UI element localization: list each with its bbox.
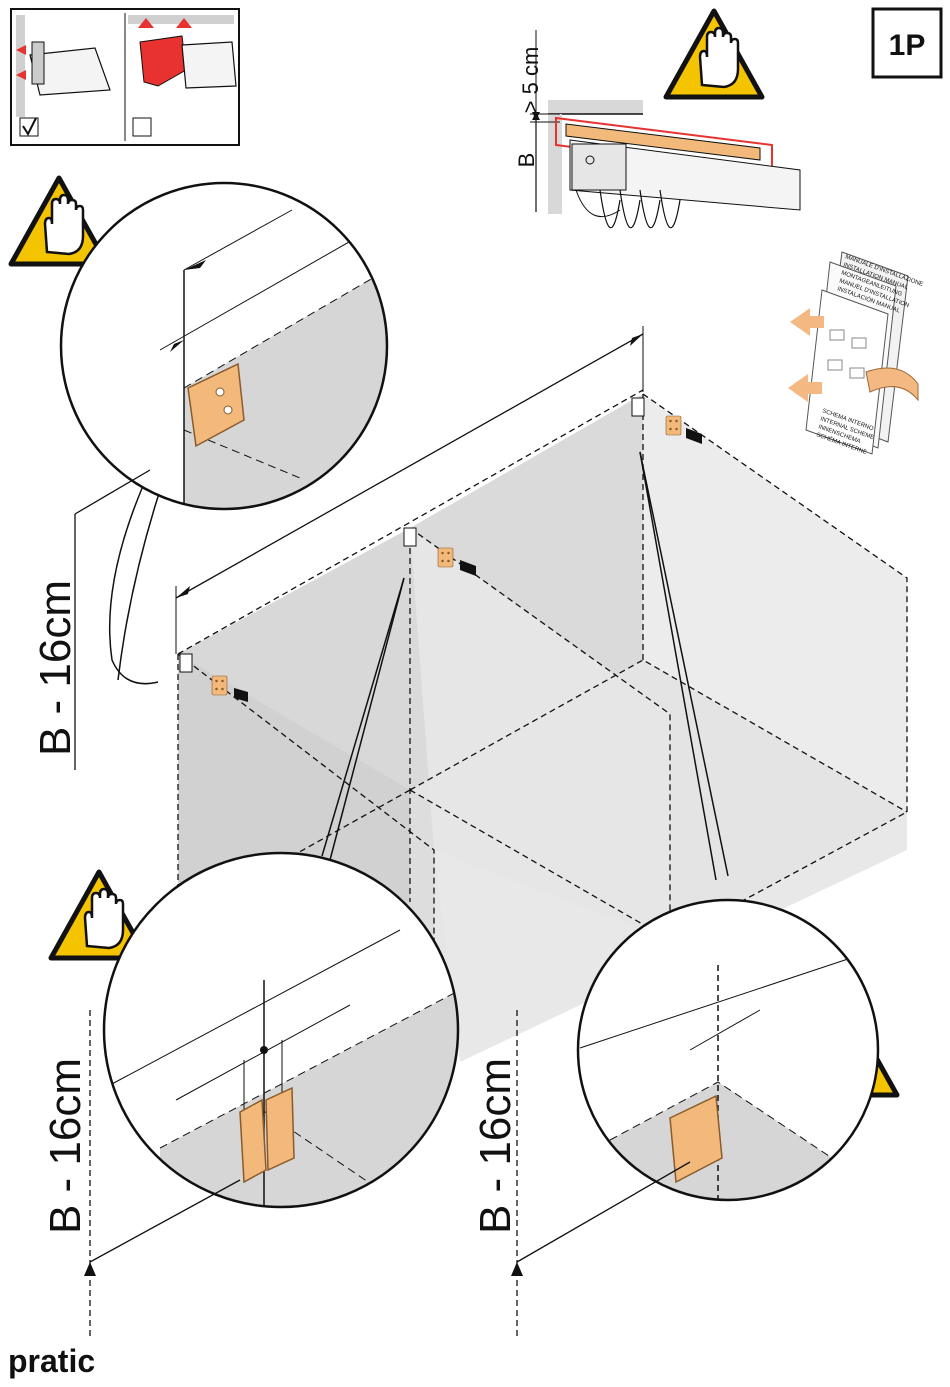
bracket-icon <box>212 676 227 695</box>
bracket-icon <box>666 416 681 435</box>
wall-icon <box>16 15 25 117</box>
dimension-label-bottom-left: B - 16cm <box>41 1058 90 1234</box>
installation-manual-icon: MANUALE D'INSTALLAZIONE INSTALLATION MAN… <box>788 252 924 456</box>
zoom-circle-top <box>61 183 390 520</box>
dimension-label-bottom-right: B - 16cm <box>471 1058 520 1234</box>
height-label: B <box>514 153 539 168</box>
zoom-circle-bottom-left <box>104 853 460 1220</box>
brand-logo: pratic <box>8 1343 95 1379</box>
page-id-box: 1P <box>873 9 941 77</box>
zoom-circle-bottom-right <box>578 900 880 1220</box>
dimension-label-left: B - 16cm <box>31 580 80 756</box>
bracket-icon <box>438 548 453 567</box>
hand-warning-icon-top <box>666 11 762 97</box>
mounting-check-inset <box>11 9 239 145</box>
clearance-detail: > 5 cm B <box>514 30 800 228</box>
checkbox-wrong-icon <box>133 118 151 136</box>
clearance-label: > 5 cm <box>518 47 543 114</box>
page-id: 1P <box>889 29 926 62</box>
